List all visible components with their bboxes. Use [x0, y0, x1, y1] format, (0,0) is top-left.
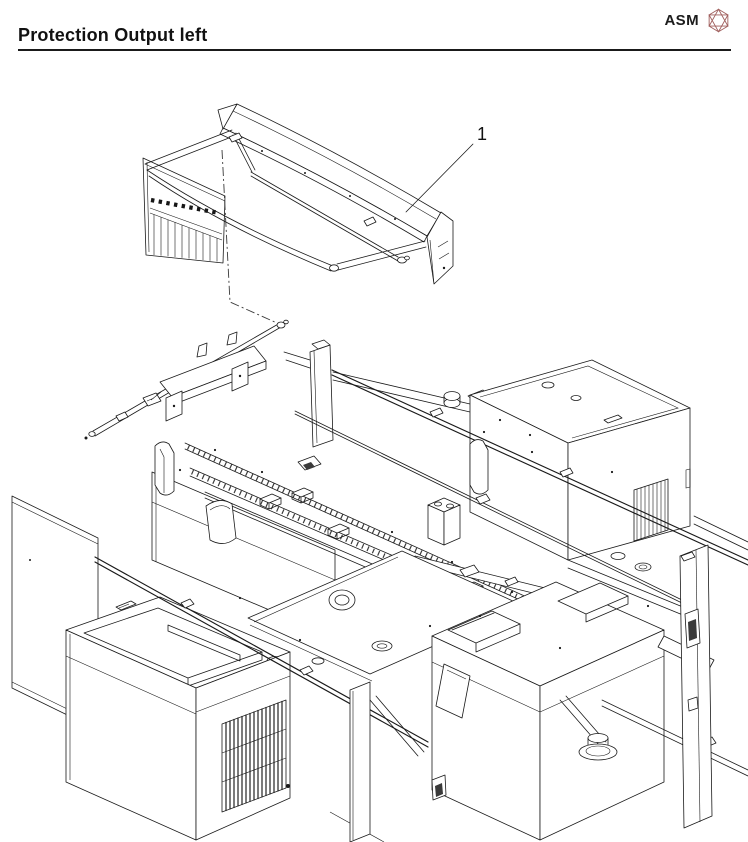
assembly-centerline	[221, 149, 278, 324]
machine-assembly	[11, 339, 748, 842]
left-cabinet	[65, 596, 291, 841]
guide-block	[259, 493, 282, 510]
callout-1-leader	[405, 143, 474, 213]
upper-conveyor-rail	[331, 369, 748, 566]
asm-logo-icon	[708, 8, 729, 33]
page-title: Protection Output left	[18, 25, 208, 45]
screw-dots	[178, 430, 650, 650]
title-rule	[18, 49, 731, 51]
asm-brand: ASM	[664, 6, 732, 35]
left-guide-bracket	[154, 441, 175, 496]
guide-block	[291, 487, 314, 504]
right-support-post	[679, 544, 713, 829]
callout-1: 1	[405, 124, 487, 213]
right-guide-bracket	[469, 439, 489, 495]
support-rod-assembly	[84, 319, 289, 440]
rear-right-cabinet	[469, 359, 691, 561]
tie-rod	[294, 410, 683, 604]
page-header: Protection Output left ASM	[0, 0, 748, 60]
front-support-post	[349, 681, 425, 842]
rear-deck	[283, 339, 489, 448]
center-cabinet	[431, 581, 715, 841]
front-conveyor-rail	[94, 556, 429, 748]
asm-logo-text: ASM	[664, 12, 699, 29]
canister-block	[427, 497, 461, 546]
protection-cover-part	[142, 103, 454, 285]
callout-1-label: 1	[477, 124, 487, 144]
left-vent-grille	[221, 699, 287, 813]
center-table	[247, 550, 525, 682]
guide-block	[327, 523, 350, 540]
